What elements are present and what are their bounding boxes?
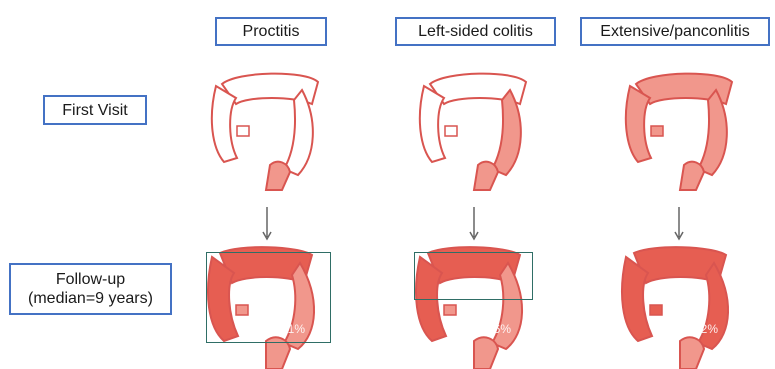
percentage-left-sided-lower: 71.6% (477, 322, 511, 336)
percentage-extensive-upper: 71.4% (662, 278, 696, 292)
column-header-label: Left-sided colitis (418, 22, 533, 41)
colon-first-visit-proctitis (210, 68, 330, 193)
column-header-label: Proctitis (243, 22, 300, 41)
row-label-first-visit: First Visit (43, 95, 147, 125)
arrow-down-icon (262, 207, 272, 243)
row-label-line: (median=9 years) (28, 289, 153, 308)
percentage-extensive-lower: 19.2% (684, 322, 718, 336)
column-header-extensive-panconlitis: Extensive/panconlitis (580, 17, 770, 46)
percentage-left-sided-upper: 16.6% (455, 278, 489, 292)
colon-first-visit-left-sided-colitis (418, 68, 538, 193)
row-label-follow-up: Follow-up (median=9 years) (9, 263, 172, 315)
row-label-text: First Visit (62, 101, 127, 120)
colon-first-visit-extensive-panconlitis (624, 68, 744, 193)
percentage-proctitis-upper: 15.6% (250, 278, 284, 292)
colon-follow-up-extensive-panconlitis (620, 245, 747, 369)
highlight-box-left-sided-colitis (414, 252, 533, 300)
arrow-down-icon (674, 207, 684, 243)
arrow-down-icon (469, 207, 479, 243)
column-header-proctitis: Proctitis (215, 17, 327, 46)
highlight-box-proctitis (206, 252, 331, 343)
row-label-line: Follow-up (56, 270, 125, 289)
percentage-proctitis-lower: 29.1% (271, 322, 305, 336)
column-header-label: Extensive/panconlitis (600, 22, 749, 41)
column-header-left-sided-colitis: Left-sided colitis (395, 17, 556, 46)
